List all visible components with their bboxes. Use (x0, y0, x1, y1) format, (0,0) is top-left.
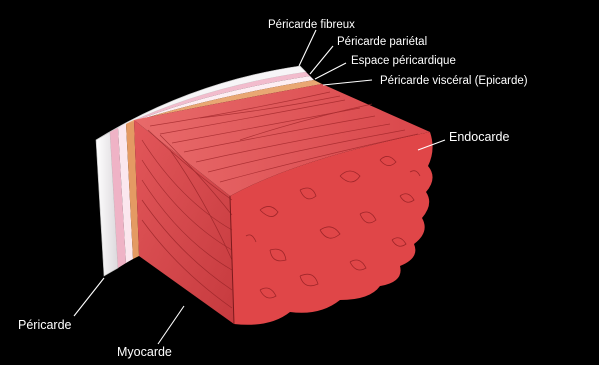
label-myocarde: Myocarde (117, 345, 172, 359)
label-pericarde-fibreux: Péricarde fibreux (268, 19, 355, 31)
leader-myocarde (158, 306, 184, 344)
label-endocarde: Endocarde (449, 130, 510, 144)
label-pericarde-parietal: Péricarde pariétal (337, 36, 427, 48)
leader-pericarde (74, 278, 104, 316)
leader-pericarde-visceral (323, 80, 372, 85)
leader-pericarde-fibreux (299, 30, 316, 66)
label-pericarde: Péricarde (18, 318, 72, 332)
leader-espace-pericardique (315, 63, 346, 79)
leader-pericarde-parietal (310, 46, 333, 74)
label-pericarde-visceral: Péricarde viscéral (Epicarde) (380, 75, 528, 87)
label-espace-pericardique: Espace péricardique (351, 55, 456, 67)
